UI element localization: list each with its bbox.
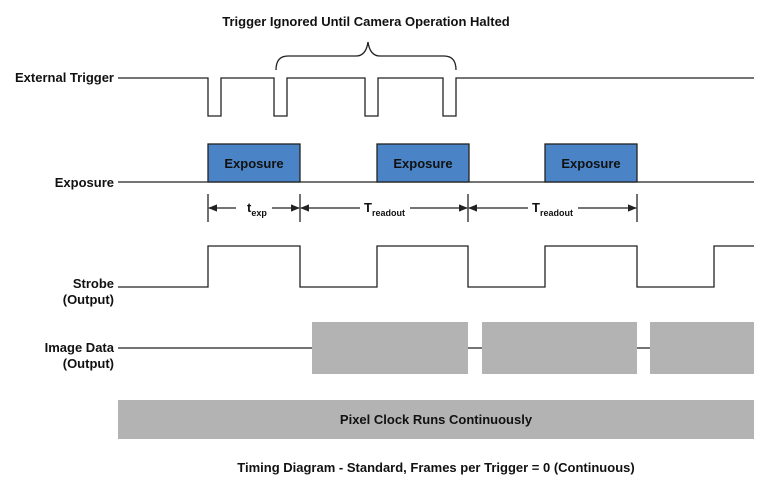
ignored-trigger-annotation: Trigger Ignored Until Camera Operation H… xyxy=(222,14,510,29)
image-data-block-2 xyxy=(482,322,637,374)
svg-text:Treadout: Treadout xyxy=(532,200,573,218)
texp-interval: texp xyxy=(208,200,300,218)
treadout-1-sub: readout xyxy=(372,208,405,218)
treadout-2-main: T xyxy=(532,200,540,215)
image-data-label-line2: (Output) xyxy=(63,356,114,371)
exposure-block-2-label: Exposure xyxy=(393,156,452,171)
pixel-clock-bar xyxy=(118,400,754,439)
interval-ticks xyxy=(207,194,638,222)
strobe-label-line1: Strobe xyxy=(73,276,114,291)
image-data-block-3 xyxy=(650,322,754,374)
svg-text:texp: texp xyxy=(247,200,267,218)
exposure-block-1-label: Exposure xyxy=(224,156,283,171)
strobe-signal xyxy=(118,245,754,288)
treadout-interval-1: Treadout xyxy=(300,200,468,218)
ignored-trigger-brace xyxy=(275,41,457,71)
image-data-label-line1: Image Data xyxy=(45,340,115,355)
treadout-2-sub: readout xyxy=(540,208,573,218)
exposure-block-2 xyxy=(376,143,470,183)
exposure-block-1 xyxy=(207,143,301,183)
svg-text:Treadout: Treadout xyxy=(364,200,405,218)
exposure-block-3 xyxy=(544,143,638,183)
texp-main: t xyxy=(247,200,252,215)
strobe-label-line2: (Output) xyxy=(63,292,114,307)
external-trigger-label: External Trigger xyxy=(15,70,114,85)
treadout-interval-2: Treadout xyxy=(468,200,637,218)
exposure-block-3-label: Exposure xyxy=(561,156,620,171)
exposure-signal-label: Exposure xyxy=(55,175,114,190)
external-trigger-signal xyxy=(118,77,754,117)
diagram-caption: Timing Diagram - Standard, Frames per Tr… xyxy=(237,460,634,475)
image-data-block-1 xyxy=(312,322,468,374)
pixel-clock-label: Pixel Clock Runs Continuously xyxy=(340,412,533,427)
texp-sub: exp xyxy=(251,208,267,218)
treadout-1-main: T xyxy=(364,200,372,215)
